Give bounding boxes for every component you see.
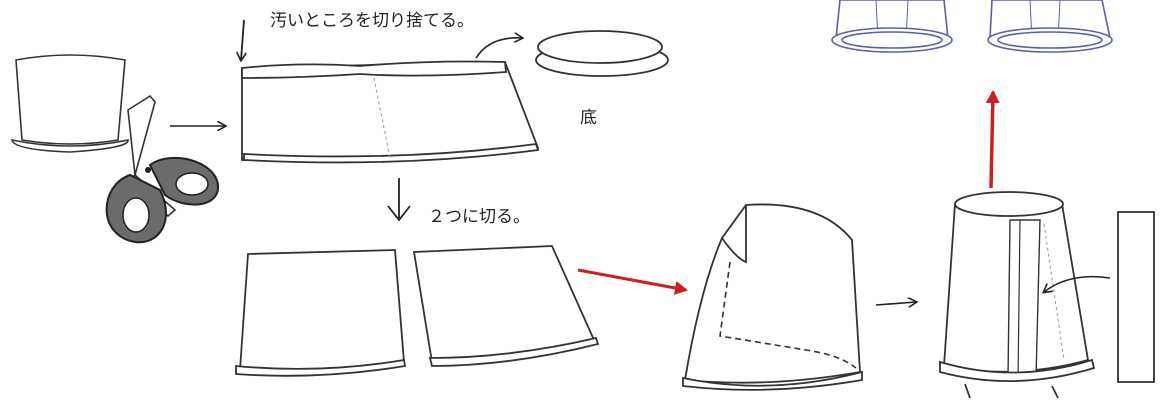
flattened-cup-sheet <box>241 60 540 164</box>
label-discard-dirty: 汚いところを切り捨てる。 <box>270 11 474 31</box>
arrow-red-up <box>985 90 1000 189</box>
paper-cup-icon <box>10 54 129 153</box>
rolled-piece <box>682 203 863 391</box>
cut-piece-left <box>235 249 407 377</box>
arrow-right-2 <box>875 302 916 305</box>
finished-cup-left <box>831 0 953 53</box>
cup-bottom-disc <box>535 30 669 77</box>
arrow-curved-to-bottom <box>475 38 522 59</box>
label-bottom: 底 <box>580 108 597 128</box>
finished-cup-right <box>987 0 1113 53</box>
cut-piece-right <box>412 245 600 367</box>
scissors-icon <box>105 94 220 244</box>
arrow-down-pointer <box>241 19 244 60</box>
glue-strip <box>1117 211 1155 383</box>
glued-cylinder <box>939 191 1096 399</box>
label-cut-in-two: ２つに切る。 <box>428 207 530 227</box>
arrow-down-cut <box>387 178 411 222</box>
arrow-curved-from-strip <box>1044 275 1111 292</box>
arrow-red-1 <box>577 268 688 295</box>
